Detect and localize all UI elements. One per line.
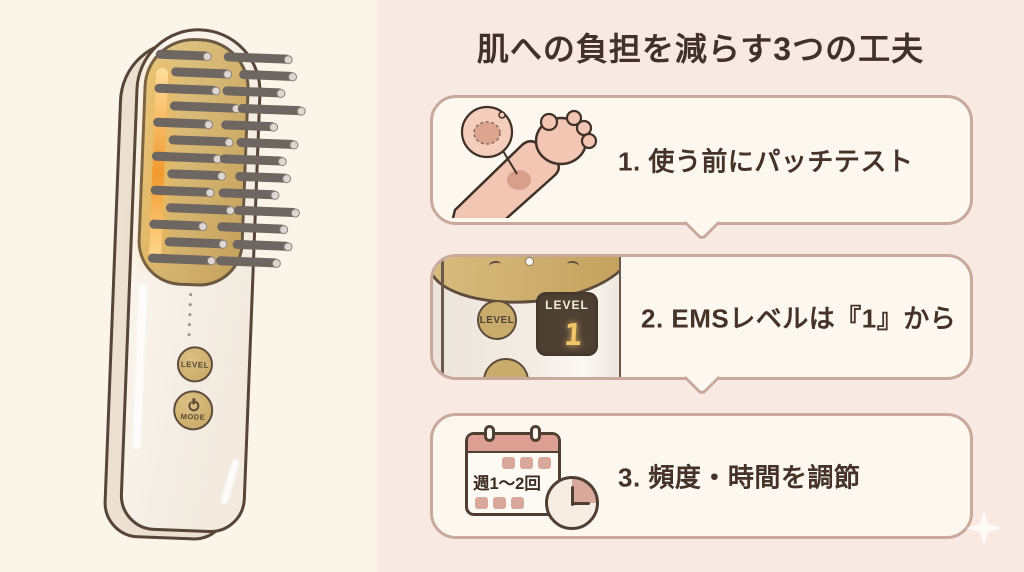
indicator-dots xyxy=(187,293,193,337)
calendar-ring xyxy=(484,425,495,442)
closeup-level-button: LEVEL xyxy=(477,300,517,340)
level-display-value: 1 xyxy=(562,318,584,353)
level-display: LEVEL 1 xyxy=(536,292,598,356)
clock-icon xyxy=(545,476,599,530)
calendar-dates xyxy=(468,457,558,469)
device-level-button: LEVEL xyxy=(176,345,214,384)
frequency-label: 週1〜2回 xyxy=(473,475,541,493)
brush-plate xyxy=(135,36,304,289)
device-body: LEVEL MODE xyxy=(118,25,304,535)
calendar-dates xyxy=(468,497,558,509)
device-edge-line xyxy=(441,257,444,377)
brush-bristles xyxy=(139,39,304,285)
device-level-button-label: LEVEL xyxy=(180,359,210,370)
step-3-label: 3. 頻度・時間を調節 xyxy=(618,462,861,493)
left-panel: LEVEL MODE xyxy=(0,0,377,572)
calendar-ring xyxy=(530,425,541,442)
patch-test-arm-icon xyxy=(451,105,598,218)
card-tail xyxy=(683,204,720,242)
ems-brush-device: LEVEL MODE xyxy=(102,25,304,544)
closeup-mode-button xyxy=(483,358,529,377)
step-2-label: 2. EMSレベルは『1』から xyxy=(641,303,957,334)
step-card-2: LEVEL LEVEL 1 2. EMSレベルは『1』から xyxy=(430,254,973,397)
step-1-label: 1. 使う前にパッチテスト xyxy=(618,146,914,177)
clock-minute-hand xyxy=(570,486,574,506)
page-title: 肌への負担を減らす3つの工夫 xyxy=(476,31,925,67)
device-closeup: LEVEL LEVEL 1 xyxy=(433,257,621,377)
body-highlight xyxy=(132,284,147,450)
closeup-level-button-label: LEVEL xyxy=(479,314,515,326)
level-display-title: LEVEL xyxy=(545,298,589,312)
body-highlight xyxy=(220,458,240,505)
clock-hour-hand xyxy=(572,501,590,505)
card-tail xyxy=(683,359,720,397)
power-icon xyxy=(187,399,200,412)
device-mode-button-label: MODE xyxy=(180,411,206,422)
step-card-3: 週1〜2回 3. 頻度・時間を調節 xyxy=(430,413,973,539)
device-mode-button: MODE xyxy=(172,389,214,432)
step-card-1: 1. 使う前にパッチテスト xyxy=(430,95,973,242)
calendar-header xyxy=(468,435,558,453)
calendar-clock-icon: 週1〜2回 xyxy=(433,416,618,536)
screw-dot xyxy=(525,257,534,266)
